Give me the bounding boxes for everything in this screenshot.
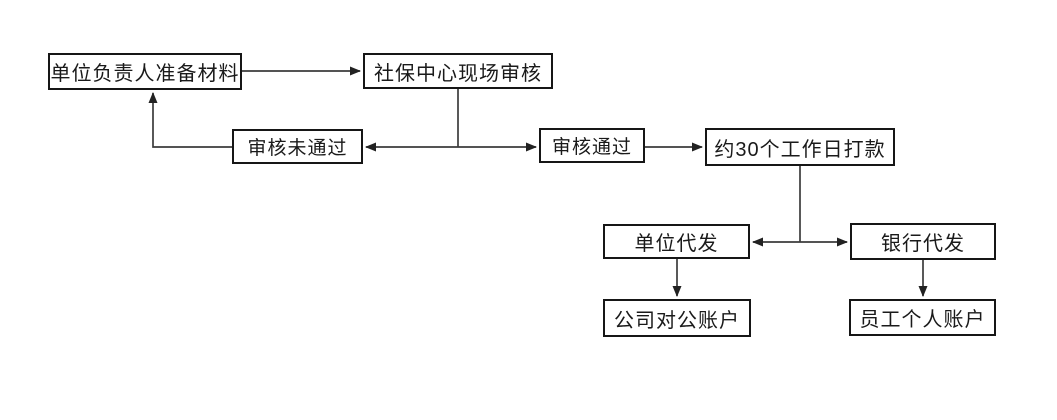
node-company-payout: 单位代发 <box>603 224 750 259</box>
node-company-account: 公司对公账户 <box>603 299 751 337</box>
node-personal-account: 员工个人账户 <box>849 299 996 336</box>
node-prepare-materials: 单位负责人准备材料 <box>48 53 242 90</box>
node-onsite-review: 社保中心现场审核 <box>363 53 553 89</box>
node-payment-30-days: 约30个工作日打款 <box>705 128 895 166</box>
node-bank-payout: 银行代发 <box>850 223 996 260</box>
edge-failed-to-prepare <box>148 92 232 148</box>
node-review-passed: 审核通过 <box>539 128 645 163</box>
node-review-failed: 审核未通过 <box>232 129 363 164</box>
